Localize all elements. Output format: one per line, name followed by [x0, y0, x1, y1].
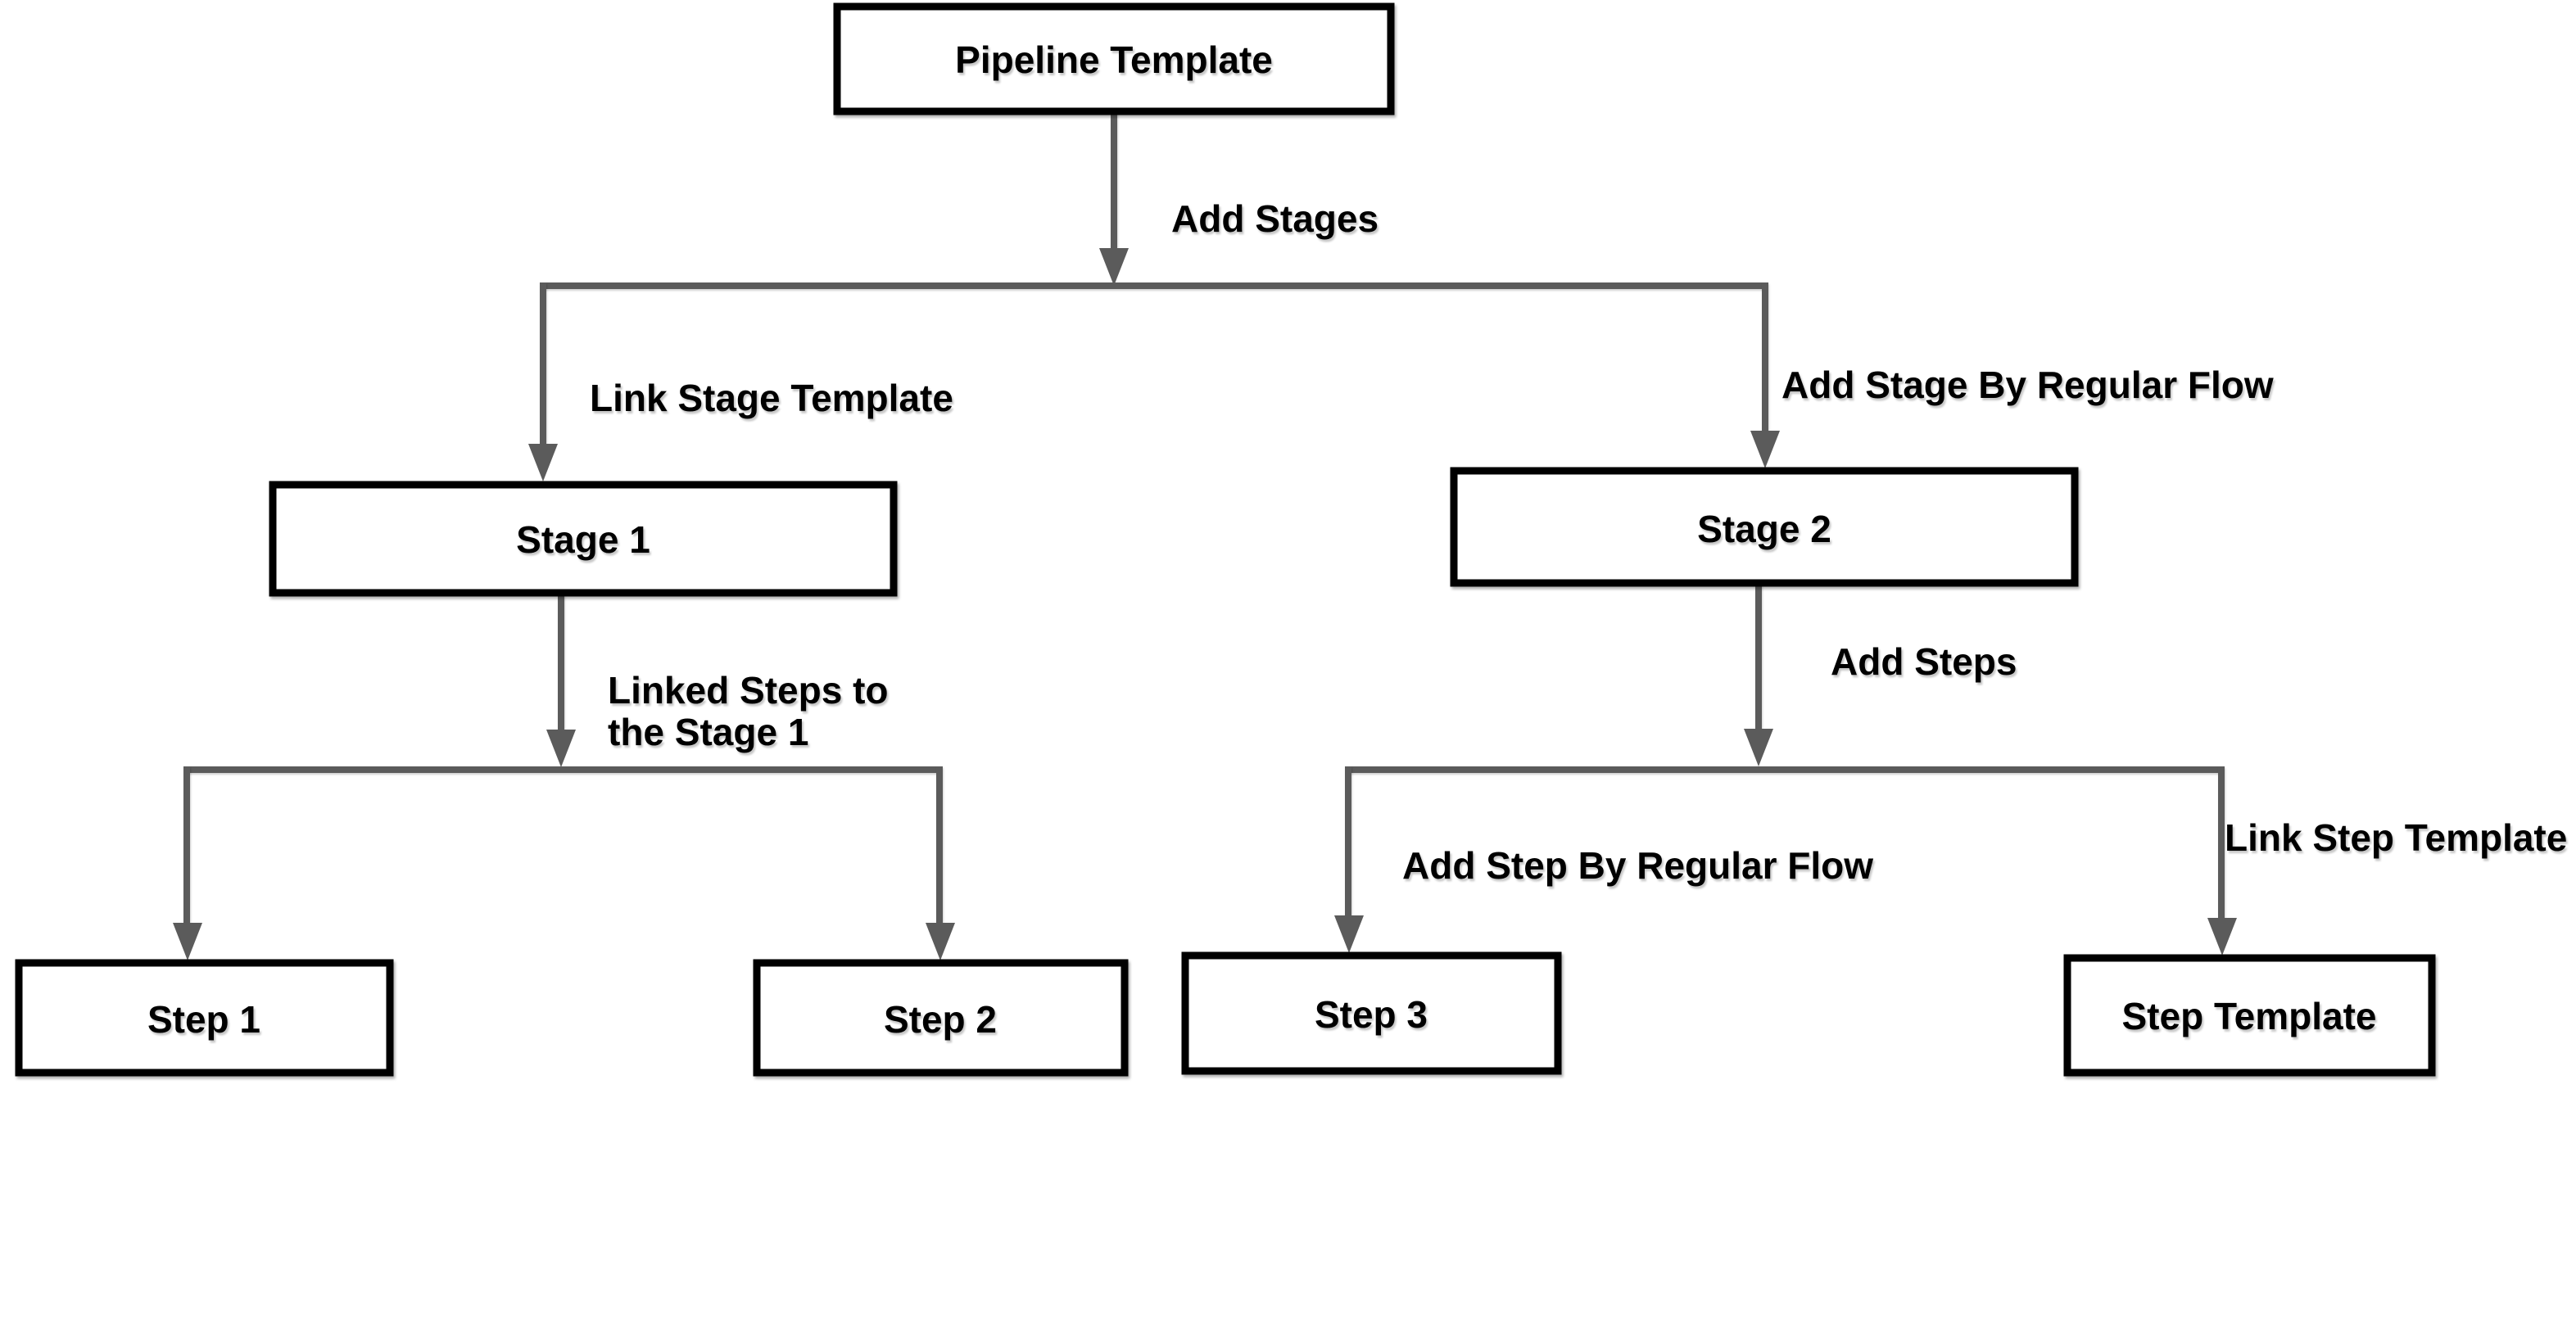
node-stage-1-box: [269, 481, 898, 597]
edge-label-linked-steps-line2: the Stage 1: [608, 711, 808, 753]
node-step-1: Step 1: [15, 959, 394, 1077]
node-step-1-box: [15, 959, 394, 1077]
edge-label-add-steps: Add Steps: [1831, 640, 2017, 683]
edge-label-link-stage-template: Link Stage Template: [590, 377, 953, 419]
nodes: Pipeline Template Stage 1 Stage 2 Step 1…: [15, 2, 2436, 1077]
edge-to-step-2-arrowhead: [926, 923, 955, 960]
edge-to-stage-2-arrowhead: [1750, 431, 1780, 468]
edge-label-add-stages: Add Stages: [1171, 197, 1379, 240]
node-step-template-box: [2063, 954, 2436, 1077]
edge-to-step-1-arrowhead: [173, 923, 202, 960]
node-stage-1-label: Stage 1: [516, 518, 650, 561]
edge-labels: Add Stages Link Stage Template Add Stage…: [590, 197, 2567, 887]
edge-label-link-step-template: Link Step Template: [2225, 816, 2567, 859]
node-step-3-box: [1181, 951, 1562, 1075]
connectors: [173, 112, 2237, 960]
node-pipeline-template-box: [833, 2, 1395, 115]
node-step-2-label: Step 2: [884, 998, 997, 1041]
node-step-2: Step 2: [753, 959, 1129, 1077]
edge-stage-1-to-steps-arrowhead: [546, 730, 576, 767]
edge-to-step-3-arrowhead: [1334, 915, 1364, 953]
edge-stage-2-to-steps-arrowhead: [1744, 729, 1773, 766]
edge-label-linked-steps-line1: Linked Steps to: [608, 669, 888, 712]
node-stage-2: Stage 2: [1450, 467, 2079, 587]
node-stage-2-label: Stage 2: [1697, 508, 1831, 550]
node-pipeline-template-label: Pipeline Template: [955, 38, 1273, 81]
node-stage-1: Stage 1: [269, 481, 898, 597]
node-step-2-box: [753, 959, 1129, 1077]
node-step-template: Step Template: [2063, 954, 2436, 1077]
node-step-3: Step 3: [1181, 951, 1562, 1075]
node-step-3-label: Step 3: [1315, 993, 1428, 1036]
edge-to-stage-1-arrowhead: [528, 444, 558, 481]
edge-to-step-template-arrowhead: [2207, 918, 2237, 956]
edge-label-add-step-by-regular-flow: Add Step By Regular Flow: [1402, 844, 1873, 887]
node-pipeline-template: Pipeline Template: [833, 2, 1395, 115]
node-stage-2-box: [1450, 467, 2079, 587]
node-step-1-label: Step 1: [147, 998, 260, 1041]
edge-pipeline-to-stages-arrowhead: [1099, 248, 1129, 286]
node-step-template-label: Step Template: [2122, 995, 2377, 1037]
edge-label-add-stage-by-regular-flow: Add Stage By Regular Flow: [1781, 364, 2274, 406]
